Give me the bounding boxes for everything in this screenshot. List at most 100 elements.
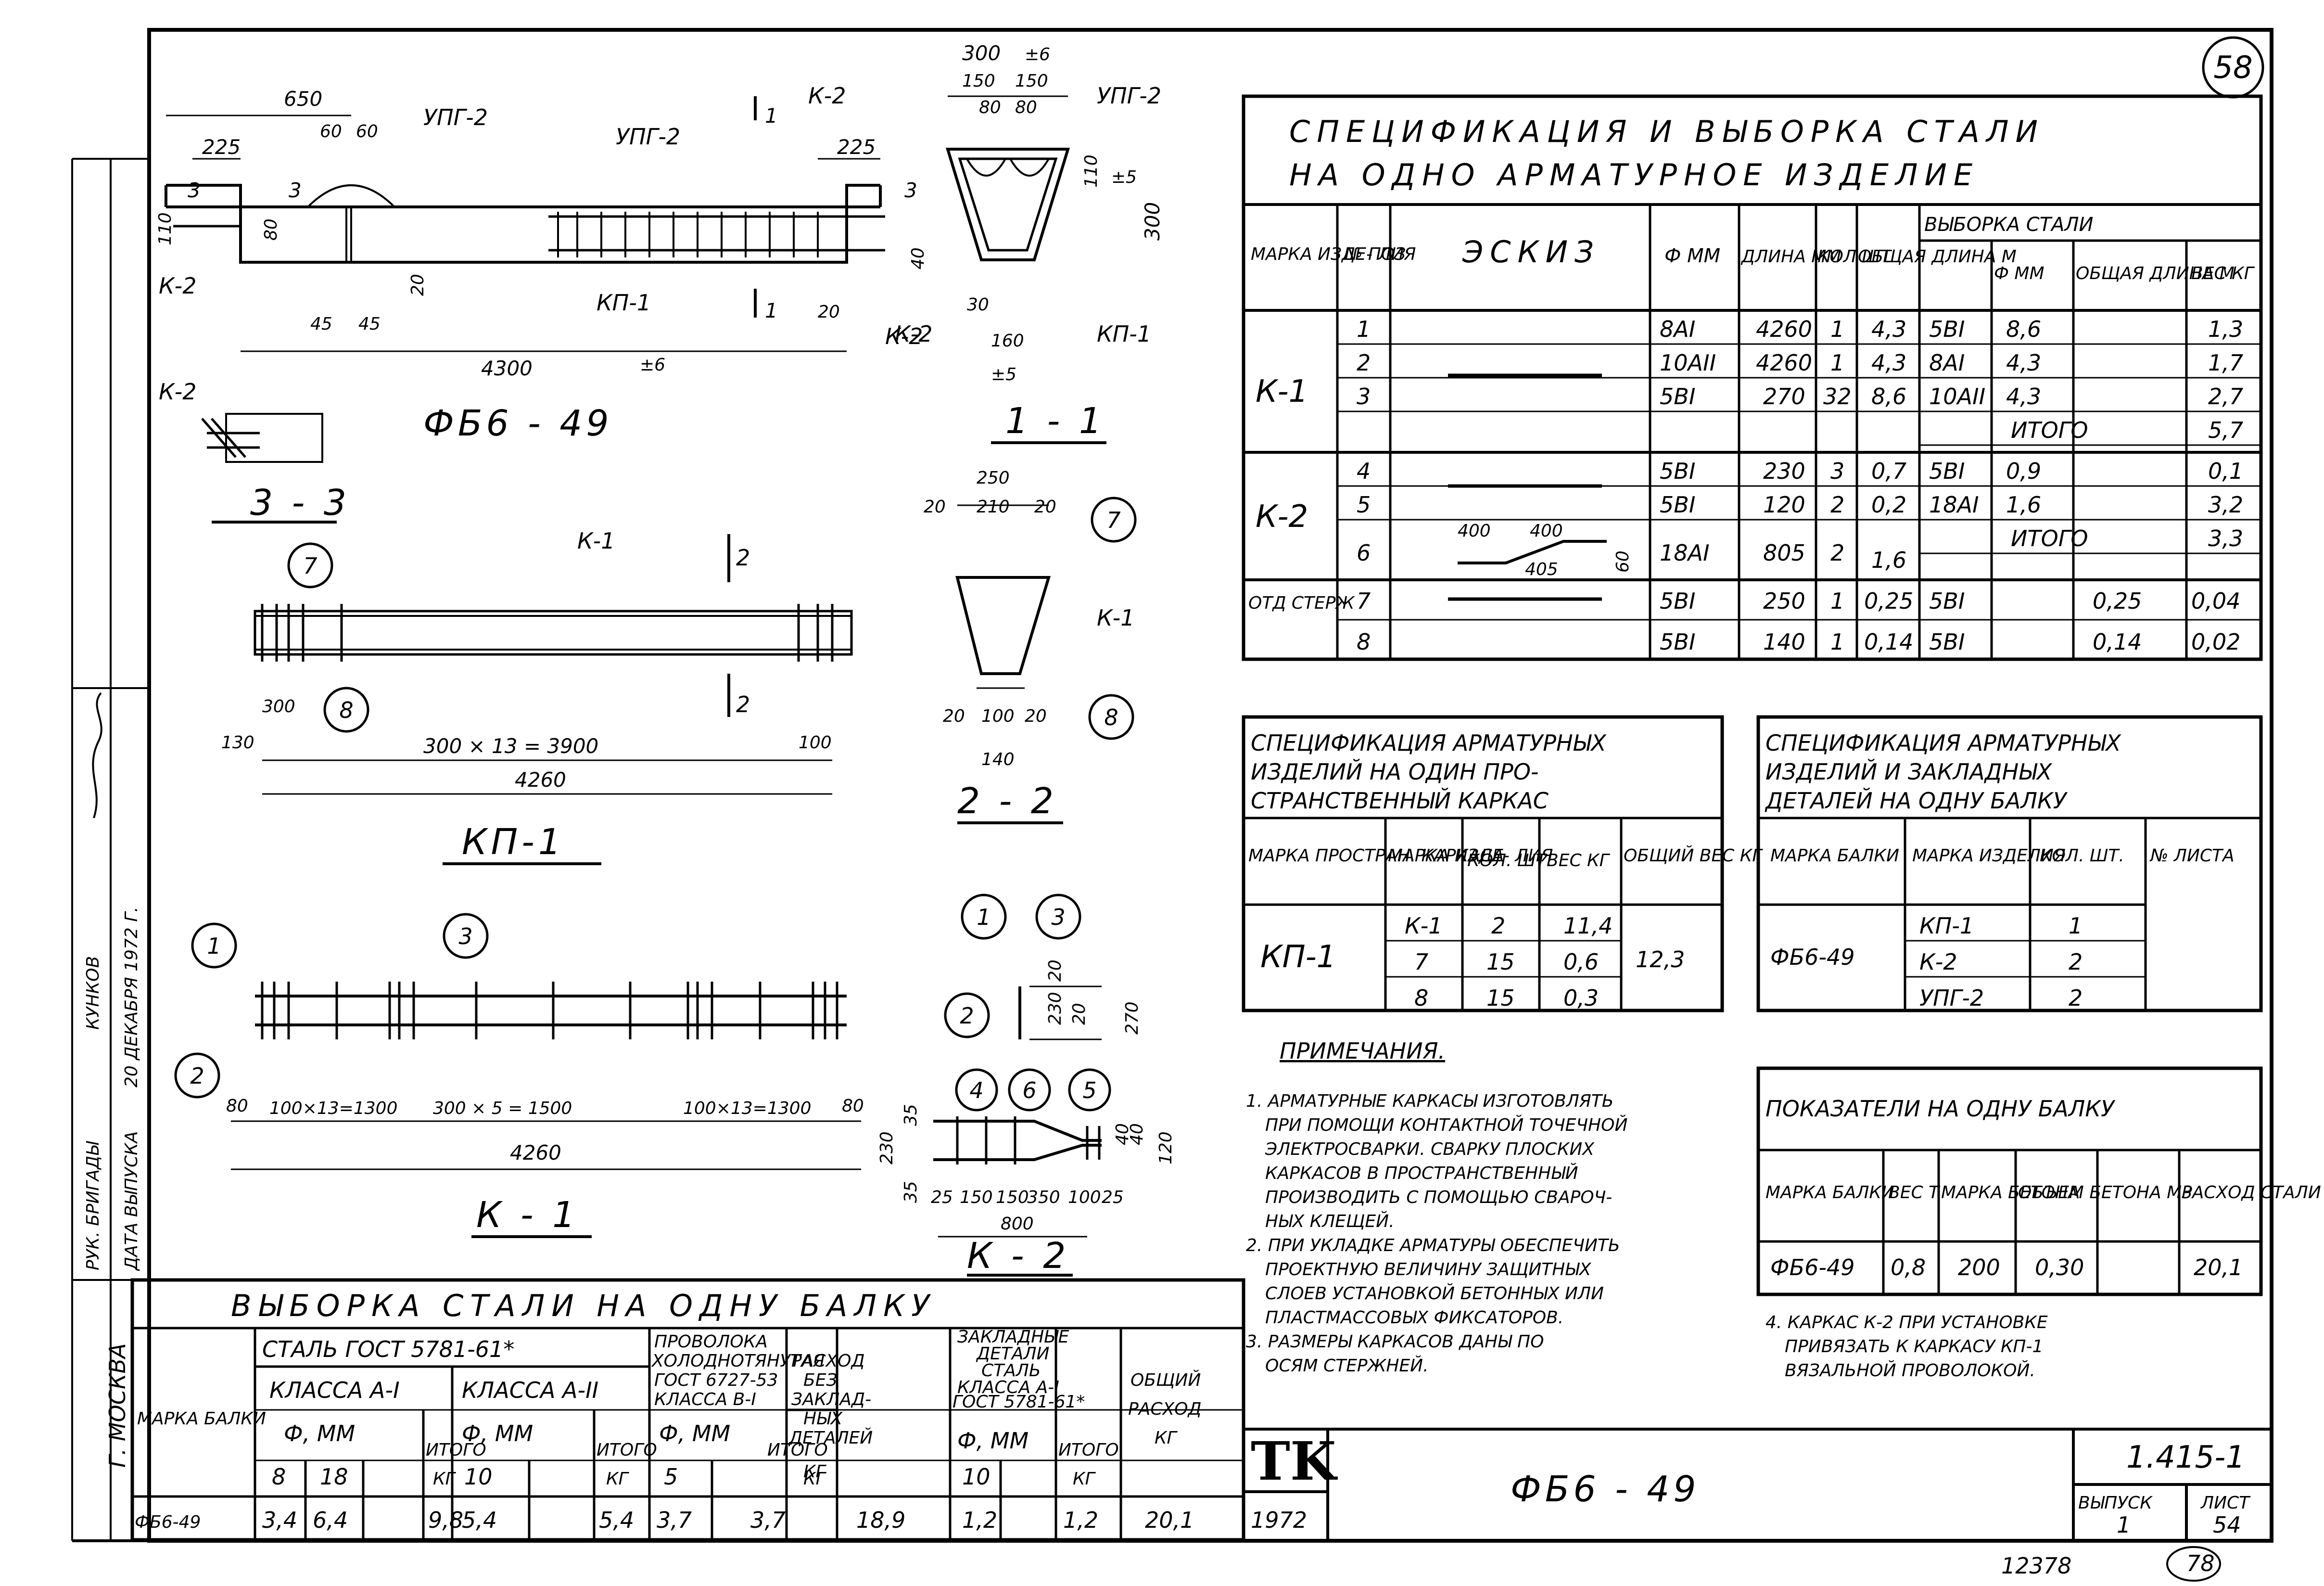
beam-label-k2a: К-2 (808, 83, 846, 109)
steel-table-text: ВЫБОРКА СТАЛИ НА ОДНУ БАЛКУ МАРКА БАЛКИ … (135, 1288, 1202, 1533)
g2r1-len: 230 (1763, 458, 1805, 484)
g2r2-swt: 3,2 (2208, 492, 2243, 518)
beam-label-upg2b: УПГ-2 (616, 124, 680, 150)
k2-dim-35a: 35 (901, 1104, 921, 1126)
st-h-rashod-4: НЫХ (803, 1409, 843, 1429)
h-sel-wt: ВЕС КГ (2191, 264, 2255, 283)
g3-mark: ОТД СТЕРЖ (1248, 593, 1355, 613)
ind-concrete: 200 (1958, 1254, 2000, 1280)
h-selection: ВЫБОРКА СТАЛИ (1924, 214, 2093, 236)
note-line-5: ПРОИЗВОДИТЬ С ПОМОЩЬЮ СВАРОЧ- (1265, 1188, 1612, 1207)
ind-volume: 0,30 (2035, 1254, 2084, 1280)
k1-dim-80a: 80 (226, 1096, 248, 1116)
kp1-dim-100: 100 (799, 733, 832, 753)
beam-dim-20b: 20 (818, 302, 840, 322)
st-h-wire-3: ГОСТ 6727-53 (654, 1370, 778, 1390)
beam-label-k2c: К-2 (895, 321, 933, 347)
k2-dim-150a: 150 (960, 1188, 993, 1207)
sb-h-list: № ЛИСТА (2149, 846, 2235, 866)
k2-dim-35b: 35 (901, 1181, 921, 1203)
s11-dim-30: 30 (967, 295, 989, 315)
sf-h-mark: МАРКА ПРОСТРАН. КАРКАСА (1248, 846, 1504, 866)
side-stamp-row2-label: ДАТА ВЫПУСКА (122, 1131, 141, 1271)
side-stamp-row1-label: РУК. БРИГАДЫ (83, 1141, 103, 1270)
side-stamp-row2-value: 20 ДЕКАБРЯ 1972 Г. (122, 907, 141, 1087)
k2-dim-40b: 40 (1127, 1123, 1147, 1145)
g1r2-slen: 4,3 (2006, 350, 2041, 376)
k1s-label-2: 2 (960, 1003, 974, 1029)
spec-frame-table (1242, 715, 1724, 1012)
st-itogo-4: ИТОГО (1058, 1440, 1119, 1460)
title-list-value: 54 (2213, 1512, 2241, 1538)
spec-beam-table (1756, 715, 2263, 1012)
st-phi-2: Ф, ММ (462, 1420, 533, 1446)
k1-dim-80b: 80 (842, 1096, 864, 1116)
beam-label-upg2a: УПГ-2 (423, 104, 488, 130)
k1-dim-1300b: 100×13=1300 (683, 1099, 811, 1118)
sf-r1-qty: 2 (1491, 913, 1505, 939)
kp1-dim-4260: 4260 (515, 768, 566, 792)
st-h-wire-2: ХОЛОДНОТЯНУТАЯ (651, 1351, 825, 1371)
g1r1-slen: 8,6 (2006, 316, 2041, 342)
spec-main-title-1: СПЕЦИФИКАЦИЯ И ВЫБОРКА СТАЛИ (1289, 114, 2045, 149)
beam-dim-650: 650 (284, 87, 322, 111)
kp1-label-7: 7 (303, 553, 317, 579)
ind-steel: 20,1 (2194, 1254, 2243, 1280)
ind-mark: ФБ6-49 (1770, 1254, 1855, 1280)
sb-r3-item: УПГ-2 (1919, 985, 1984, 1011)
g3r2-swt: 0,02 (2191, 629, 2240, 655)
s22-label-k1: К-1 (1097, 605, 1135, 631)
ind-title: ПОКАЗАТЕЛИ НА ОДНУ БАЛКУ (1765, 1096, 2116, 1122)
note-line-6: НЫХ КЛЕЩЕЙ. (1265, 1211, 1395, 1231)
g3r2-tot: 0,14 (1864, 629, 1913, 655)
g1r3-swt: 2,7 (2208, 384, 2243, 409)
g2r1-phi: 5BI (1660, 458, 1695, 484)
st-title: ВЫБОРКА СТАЛИ НА ОДНУ БАЛКУ (231, 1288, 936, 1323)
st-row-v8: 18,9 (856, 1507, 905, 1533)
beam-dim-tol: ±6 (640, 355, 665, 375)
st-row-v5: 5,4 (599, 1507, 634, 1533)
g1r1-tot: 4,3 (1871, 316, 1906, 342)
st-itogo-1: ИТОГО (426, 1440, 486, 1460)
g1r1-sphi: 5BI (1929, 316, 1965, 342)
g1r3-qty: 32 (1823, 384, 1852, 409)
s22-dim-20d: 20 (1025, 706, 1047, 726)
s11-dim-150b: 150 (1015, 71, 1048, 91)
st-d-8: 8 (272, 1464, 286, 1490)
kp1-dim-130: 130 (221, 733, 254, 753)
g2r3-len: 805 (1763, 540, 1805, 566)
g3r1-swt: 0,04 (2191, 588, 2240, 614)
spec-main-text: СПЕЦИФИКАЦИЯ И ВЫБОРКА СТАЛИ НА ОДНО АРМ… (1248, 114, 2255, 655)
g3r1-slen: 0,25 (2093, 588, 2142, 614)
h-sel-len: ОБЩАЯ ДЛИНА М (2076, 264, 2235, 283)
g3r2-slen: 0,14 (2093, 629, 2142, 655)
st-h-rashod-6: КГ (803, 1462, 827, 1482)
section-3-3 (201, 413, 337, 524)
title-block-text: TK 1972 ФБ6 - 49 1.415-1 ВЫПУСК 1 ЛИСТ 5… (1251, 1430, 2251, 1579)
s11-label-upg2: УПГ-2 (1097, 83, 1161, 109)
section-2-2-title: 2 - 2 (957, 780, 1057, 822)
st-h-zakl-4: КЛАССА А-I (957, 1378, 1059, 1397)
s22-label-7: 7 (1106, 507, 1120, 533)
sb-h-item: МАРКА ИЗДЕЛИЯ (1912, 846, 2066, 866)
g1-mark: К-1 (1256, 374, 1308, 409)
g2r1-swt: 0,1 (2208, 458, 2243, 484)
s22-dim-140: 140 (981, 750, 1015, 769)
s11-label-kp1: КП-1 (1097, 321, 1151, 347)
g2r1-pos: 4 (1357, 458, 1371, 484)
spec-frame-text: СПЕЦИФИКАЦИЯ АРМАТУРНЫХ ИЗДЕЛИЙ НА ОДИН … (1248, 730, 1763, 1011)
beam-label-k2b: К-2 (159, 273, 197, 299)
k2-dim-120: 120 (1156, 1131, 1176, 1164)
beam-sec-3c: 3 (904, 179, 917, 202)
g1r2-len: 4260 (1756, 350, 1812, 376)
g1r3-pos: 3 (1357, 384, 1371, 409)
beam-label-kp1: КП-1 (597, 290, 651, 316)
g1r1-qty: 1 (1830, 316, 1844, 342)
note4-line-2: ПРИВЯЗАТЬ К КАРКАСУ КП-1 (1785, 1337, 2043, 1356)
notes-title: ПРИМЕЧАНИЯ. (1280, 1038, 1445, 1064)
g1r2-phi: 10AII (1660, 350, 1716, 376)
h-qty: КОЛ ШТ (1817, 247, 1892, 267)
st-d-10: 10 (464, 1464, 493, 1490)
k1s-dim-20a: 20 (1045, 959, 1065, 982)
